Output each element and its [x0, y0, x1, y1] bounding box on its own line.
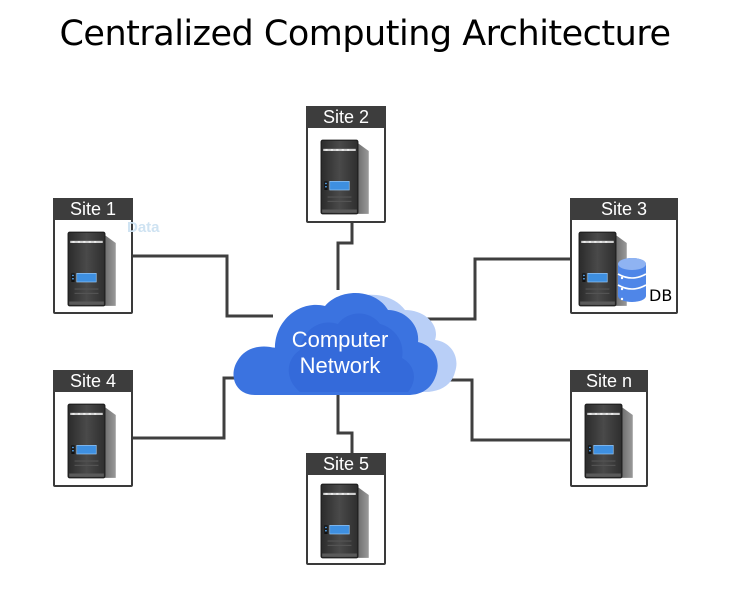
- cloud-mid: [288, 313, 414, 392]
- connection-site-3: [425, 257, 570, 321]
- site-5-label: Site 5: [306, 453, 386, 475]
- watermark: Data: [127, 219, 160, 236]
- connection-site-5: [336, 395, 354, 455]
- site-n-label: Site n: [570, 370, 648, 392]
- connection-site-n: [450, 378, 570, 442]
- desktop-tower-icon: [582, 402, 638, 480]
- connection-site-1: [131, 254, 273, 318]
- network-label-line1: Computer: [291, 327, 389, 352]
- db-label: DB: [649, 286, 673, 305]
- cloud-icon: [233, 292, 457, 395]
- diagram-title: Centralized Computing Architecture: [59, 14, 671, 54]
- desktop-tower-icon: [65, 402, 121, 480]
- site-3-box: Site 3 DB: [570, 198, 678, 314]
- site-2-box: Site 2: [306, 106, 386, 223]
- network-label: Computer Network: [255, 327, 425, 379]
- site-2-label: Site 2: [306, 106, 386, 128]
- site-n-box: Site n: [570, 370, 648, 487]
- desktop-tower-icon: [65, 230, 121, 308]
- desktop-tower-icon: [318, 482, 374, 560]
- site-1-label: Site 1: [53, 198, 133, 220]
- site-1-box: Site 1: [53, 198, 133, 314]
- site-4-box: Site 4: [53, 370, 133, 487]
- desktop-tower-icon: [318, 138, 374, 216]
- watermark-line1: Data: [127, 219, 160, 236]
- database-icon: [617, 258, 647, 302]
- site-3-label: Site 3: [570, 198, 678, 220]
- connection-site-2: [336, 223, 354, 290]
- network-label-line2: Network: [299, 353, 381, 378]
- site-4-label: Site 4: [53, 370, 133, 392]
- site-5-box: Site 5: [306, 453, 386, 565]
- connection-site-4: [131, 376, 245, 440]
